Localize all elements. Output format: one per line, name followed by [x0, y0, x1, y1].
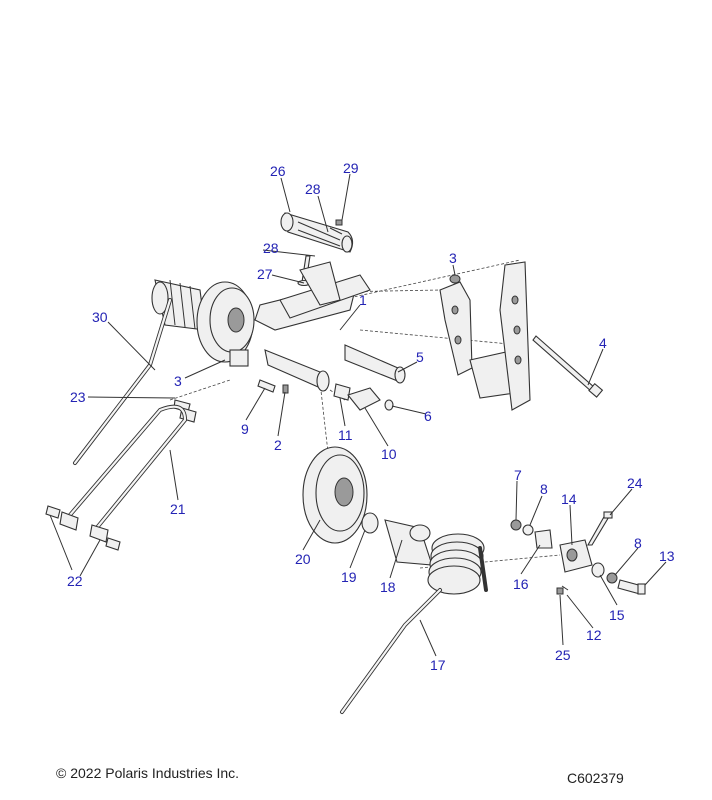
callout-14: 14: [561, 491, 577, 507]
callout-20: 20: [295, 551, 311, 567]
callout-3: 3: [449, 250, 457, 266]
callout-16: 16: [513, 576, 529, 592]
part-mount-bracket: [439, 261, 531, 411]
callout-23: 23: [70, 389, 86, 405]
callout-8: 8: [540, 481, 548, 497]
callout-29: 29: [343, 160, 359, 176]
callout-17: 17: [430, 657, 446, 673]
callout-11: 11: [338, 427, 353, 443]
callout-10: 10: [381, 446, 397, 462]
callout-28: 28: [305, 181, 321, 197]
copyright-text: © 2022 Polaris Industries Inc.: [56, 765, 240, 781]
part-disc-plate: [196, 281, 255, 367]
part-1-pivot-shaft: [254, 261, 406, 392]
callout-21: 21: [170, 501, 186, 517]
callout-5: 5: [416, 349, 424, 365]
part-30-rod: [73, 298, 172, 465]
part-20-pulley: [302, 446, 379, 544]
callout-12: 12: [586, 627, 602, 643]
callout-28: 28: [263, 240, 279, 256]
drawing-number: C602379: [567, 770, 624, 786]
part-17-spring: [340, 533, 488, 714]
part-21-yoke: [45, 404, 188, 551]
callout-30: 30: [92, 309, 108, 325]
callout-7: 7: [514, 467, 522, 483]
callout-18: 18: [380, 579, 396, 595]
callout-26: 26: [270, 163, 286, 179]
small-hardware: [173, 379, 394, 423]
callout-labels: 26 29 28 28 27 3 1 30 5 4 3 23 9 2 11 6 …: [67, 160, 675, 673]
callout-25: 25: [555, 647, 571, 663]
part-clutch-boot: [151, 279, 206, 331]
callout-8: 8: [634, 535, 642, 551]
callout-13: 13: [659, 548, 675, 564]
callout-27: 27: [257, 266, 273, 282]
callout-2: 2: [274, 437, 282, 453]
callout-19: 19: [341, 569, 357, 585]
callout-1: 1: [359, 292, 367, 308]
callout-24: 24: [627, 475, 643, 491]
right-hardware: [510, 511, 646, 595]
callout-6: 6: [424, 408, 432, 424]
callout-3: 3: [174, 373, 182, 389]
callout-4: 4: [599, 335, 607, 351]
leader-lines: [49, 173, 667, 657]
part-18-bushing: [384, 519, 433, 566]
part-4-bolt: [532, 335, 604, 398]
callout-9: 9: [241, 421, 249, 437]
callout-22: 22: [67, 573, 83, 589]
callout-15: 15: [609, 607, 625, 623]
